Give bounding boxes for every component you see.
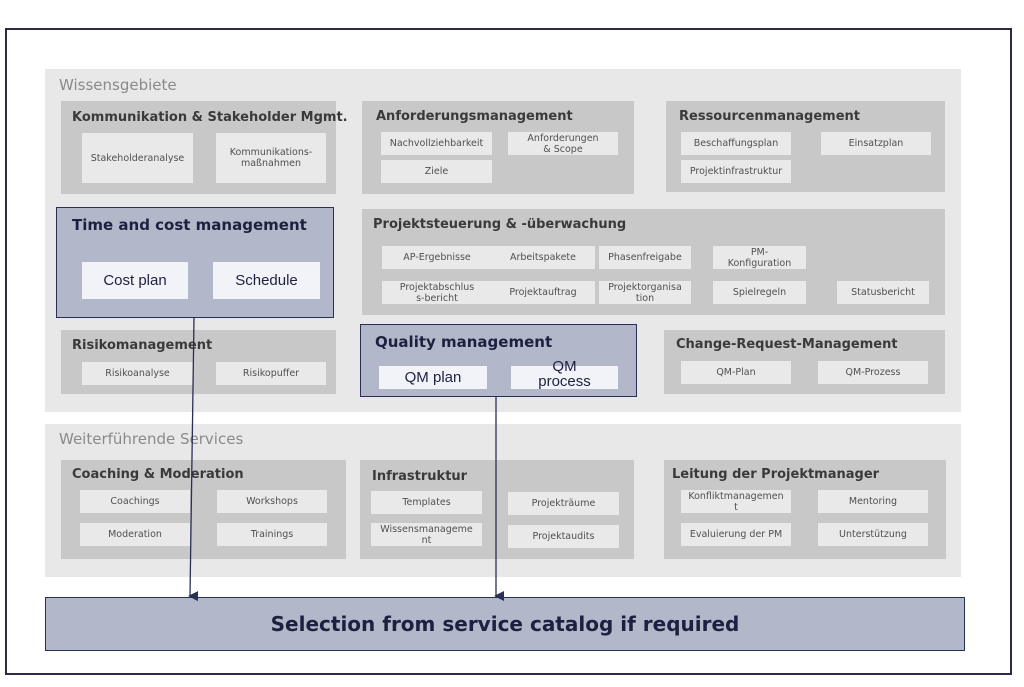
item-workshops: Workshops [217,490,327,513]
panel-quality-title: Quality management [375,333,553,351]
item-projektauftrag: Projektauftrag [491,281,595,304]
selection-bar: Selection from service catalog if requir… [45,597,965,651]
item-ziele: Ziele [381,160,492,183]
item-qm-prozess: QM-Prozess [818,361,928,384]
panel-leitung-title: Leitung der Projektmanager [672,467,880,482]
item-arbeitspakete: Arbeitspakete [491,246,595,269]
item-moderation: Moderation [80,523,190,546]
panel-anforderungsmanagement-title: Anforderungsmanagement [376,109,573,124]
item-beschaffungsplan: Beschaffungsplan [681,132,791,155]
item-unterstuetzung: Unterstützung [818,523,928,546]
item-nachvollziehbarkeit: Nachvollziehbarkeit [381,132,492,155]
services-title: Weiterführende Services [59,430,244,448]
item-trainings: Trainings [217,523,327,546]
item-pm-konfiguration: PM- Konfiguration [713,246,806,269]
item-projektaudits: Projektaudits [508,525,619,548]
item-risikoanalyse: Risikoanalyse [82,362,193,385]
item-stakeholderanalyse: Stakeholderanalyse [82,133,193,183]
item-konfliktmanagement: Konfliktmanagemen t [681,490,791,513]
item-schedule: Schedule [213,262,320,299]
item-statusbericht: Statusbericht [837,281,929,304]
panel-risikomanagement-title: Risikomanagement [72,338,213,353]
item-ap-ergebnisse: AP-Ergebnisse [382,246,492,269]
item-evaluierung-pm: Evaluierung der PM [681,523,791,546]
item-mentoring: Mentoring [818,490,928,513]
item-risikopuffer: Risikopuffer [216,362,326,385]
item-anforderungen-scope: Anforderungen & Scope [508,132,618,155]
item-projektorganisation: Projektorganisa tion [599,281,691,304]
panel-projektsteuerung-title: Projektsteuerung & -überwachung [373,217,627,232]
item-phasenfreigabe: Phasenfreigabe [599,246,691,269]
panel-ressourcenmanagement-title: Ressourcenmanagement [679,109,860,124]
panel-change-request-title: Change-Request-Management [676,337,898,352]
item-projektabschlussbericht: Projektabschlus s-bericht [382,281,492,304]
item-qm-plan: QM plan [379,366,487,389]
item-projektinfrastruktur: Projektinfrastruktur [681,160,791,183]
panel-coaching-title: Coaching & Moderation [72,467,244,482]
item-qm-process: QM process [511,359,618,389]
item-spielregeln: Spielregeln [713,281,806,304]
item-cost-plan: Cost plan [82,262,188,299]
panel-infrastruktur-title: Infrastruktur [372,469,468,484]
item-wissensmanagement: Wissensmanageme nt [371,523,482,546]
item-qm-plan-de: QM-Plan [681,361,791,384]
panel-kommunikation-title: Kommunikation & Stakeholder Mgmt. [72,110,348,125]
item-projektraeume: Projekträume [508,492,619,515]
item-templates: Templates [371,491,482,514]
item-coachings: Coachings [80,490,190,513]
item-einsatzplan: Einsatzplan [821,132,931,155]
panel-time-cost-title: Time and cost management [72,216,307,234]
knowledge-areas-title: Wissensgebiete [59,76,177,94]
item-kommunikationsmassnahmen: Kommunikations- maßnahmen [216,133,326,183]
